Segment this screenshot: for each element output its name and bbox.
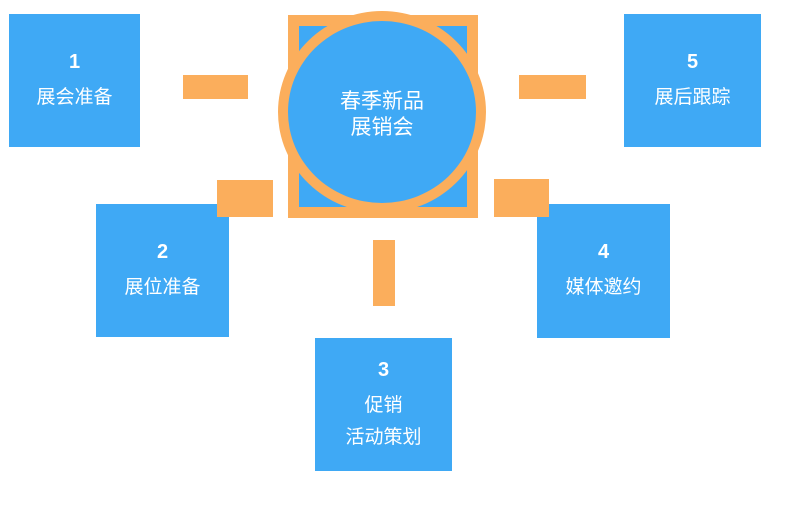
step-label-line2: 活动策划	[345, 426, 422, 448]
step-number: 1	[68, 50, 81, 73]
center-circle: 春季新品 展销会	[278, 11, 486, 213]
step-label: 展位准备	[124, 276, 201, 298]
diagram-title: 春季新品 展销会	[340, 83, 424, 141]
diagram-title-line1: 春季新品	[340, 90, 424, 113]
step-box-1: 1 展会准备	[9, 14, 140, 147]
connector-box2-center	[217, 180, 273, 217]
step-number: 3	[377, 358, 390, 381]
connector-box1-center	[183, 75, 248, 99]
step-box-4: 4 媒体邀约	[537, 204, 670, 338]
step-label: 展后跟踪	[654, 86, 731, 108]
step-box-2: 2 展位准备	[96, 204, 229, 337]
step-number: 2	[156, 240, 169, 263]
connector-center-box5	[519, 75, 586, 99]
diagram-title-line2: 展销会	[350, 116, 414, 139]
step-label: 促销	[364, 394, 403, 416]
step-number: 5	[686, 50, 699, 73]
step-box-5: 5 展后跟踪	[624, 14, 761, 147]
step-number: 4	[597, 241, 610, 263]
connector-center-box4	[494, 179, 549, 217]
step-box-3: 3 促销 活动策划	[315, 338, 452, 471]
step-label: 展会准备	[36, 86, 113, 108]
step-label: 媒体邀约	[565, 277, 642, 298]
connector-center-box3	[373, 240, 395, 306]
